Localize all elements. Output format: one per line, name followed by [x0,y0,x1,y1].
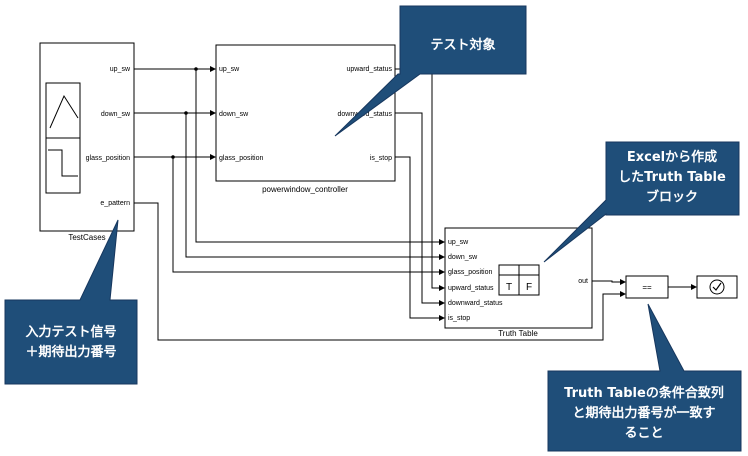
compare-block[interactable]: == [625,275,669,299]
tt-in-is_stop: is_stop [448,315,470,322]
callout-target: テスト対象 [334,5,527,137]
testcases-port-glass_position: glass_position [86,155,130,162]
wire-junctions [171,67,198,159]
controller-name: powerwindow_controller [262,185,348,194]
tt-icon-f: F [526,282,532,293]
assertion-block[interactable] [696,275,738,299]
tt-in-glass_position: glass_position [448,269,492,276]
callout-condition: Truth Tableの条件合致列 と期待出力番号が一致す ること [547,303,742,452]
callout-target-line-1: テスト対象 [430,37,495,53]
check-icon [712,282,722,291]
controller-in-glass_position: glass_position [219,155,263,162]
tt-icon-t: T [506,282,512,293]
truth-table-block[interactable]: up_sw down_sw glass_position upward_stat… [444,227,593,338]
callout-condition-line-1: Truth Tableの条件合致列 [564,385,724,401]
callout-inputs-line-2: ＋期待出力番号 [25,344,116,360]
testcases-name: TestCases [68,233,105,242]
truth-table-icon: T F [498,264,540,296]
signal-wires [134,66,697,341]
tt-in-up_sw: up_sw [448,239,469,246]
compare-label: == [642,283,652,292]
callout-inputs: 入力テスト信号 ＋期待出力番号 [4,219,138,385]
tt-in-down_sw: down_sw [448,254,478,261]
signal-builder-icon [45,82,81,194]
callout-excel: Excelから作成 したTruth Table ブロック [543,141,740,263]
tt-out-port: out [578,278,588,285]
testcases-port-down_sw: down_sw [101,111,131,118]
callout-excel-line-3: ブロック [646,189,698,205]
controller-out-upward_status: upward_status [346,66,392,73]
testcases-port-up_sw: up_sw [110,66,131,73]
callout-inputs-line-1: 入力テスト信号 [25,324,116,340]
testcases-port-e_pattern: e_pattern [100,200,130,207]
callout-condition-line-2: と期待出力番号が一致す [572,405,715,421]
controller-block[interactable]: up_sw down_sw glass_position upward_stat… [215,44,396,194]
controller-in-down_sw: down_sw [219,111,249,118]
check-circle-icon [709,279,725,295]
controller-out-is_stop: is_stop [370,155,392,162]
truth-table-name: Truth Table [498,329,538,338]
callout-excel-line-2: したTruth Table [618,170,726,185]
callout-excel-line-1: Excelから作成 [627,149,717,165]
controller-in-up_sw: up_sw [219,66,240,73]
tt-in-upward_status: upward_status [448,285,494,292]
testcases-block[interactable]: up_sw down_sw glass_position e_pattern T… [39,42,135,242]
callout-condition-line-3: ること [624,426,663,441]
tt-in-downward_status: downward_status [448,300,503,307]
